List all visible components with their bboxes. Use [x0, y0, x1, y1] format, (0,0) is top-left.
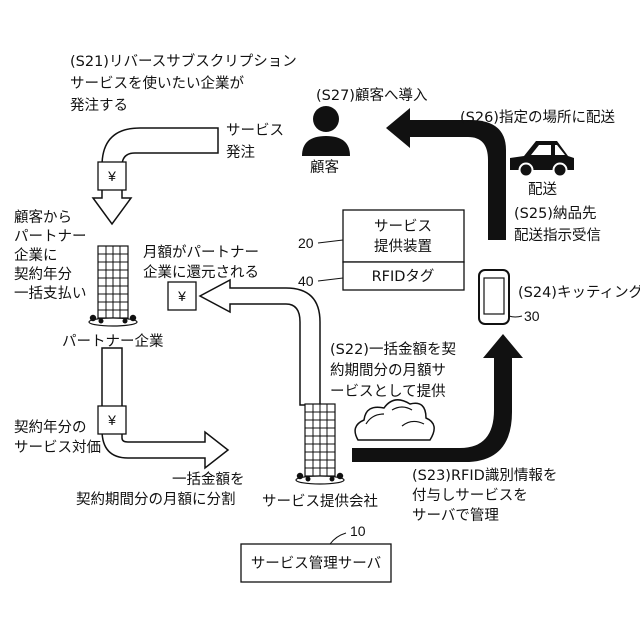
rfid-tag-box: RFIDタグ	[343, 262, 464, 290]
step-s22-text: (S22)一括金額を契 約期間分の月額サ ービスとして提供	[330, 341, 456, 400]
step-s23-line: サーバで管理	[412, 507, 499, 524]
prepay-line: パートナー	[14, 228, 87, 245]
provider-company-label: サービス提供会社	[262, 493, 378, 510]
step-s21-line: 発注する	[70, 97, 128, 114]
prepay-line: 顧客から	[14, 209, 72, 226]
terminal-ref: 30	[524, 308, 540, 324]
yen-document-icon: ¥	[98, 406, 126, 434]
prepay-line: 契約年分	[14, 266, 72, 283]
rfid-tag-ref: 40	[298, 273, 314, 289]
server-label: サービス管理サーバ	[251, 555, 381, 572]
step-s24-text: (S24)キッティング	[518, 284, 640, 301]
service-order-line: 発注	[226, 144, 255, 161]
prepay-label: 顧客から パートナー 企業に 契約年分 一括支払い	[14, 209, 87, 302]
person-icon	[302, 106, 350, 156]
step-s23-text: (S23)RFID識別情報を 付与しサービスを サーバで管理	[412, 467, 557, 524]
cloud-icon	[355, 400, 434, 440]
step-s21-line: サービスを使いたい企業が	[70, 74, 244, 92]
customer-label: 顧客	[310, 159, 339, 176]
contract-value-line: サービス対価	[14, 439, 101, 456]
partner-company-label: パートナー企業	[62, 332, 164, 350]
split-label: 一括金額を 契約期間分の月額に分割	[76, 471, 245, 508]
car-icon	[510, 141, 574, 177]
server-ref: 10	[350, 523, 366, 539]
service-device-line: サービス	[374, 218, 432, 235]
step-s27-text: (S27)顧客へ導入	[316, 87, 427, 104]
contract-value-label: 契約年分の サービス対価	[14, 419, 101, 456]
delivery-label: 配送	[528, 181, 557, 198]
monthly-return-line: 企業に還元される	[143, 263, 259, 281]
service-management-server-box: サービス管理サーバ	[241, 544, 391, 582]
prepay-line: 企業に	[14, 246, 58, 264]
monthly-return-line: 月額がパートナー	[143, 244, 259, 261]
step-s25-line: 配送指示受信	[514, 227, 601, 244]
step-s21-line: (S21)リバースサブスクリプション	[70, 52, 297, 70]
yen-symbol: ¥	[107, 168, 116, 184]
yen-symbol: ¥	[107, 412, 116, 428]
step-s23-line: 付与しサービスを	[412, 487, 528, 504]
yen-symbol: ¥	[177, 288, 186, 304]
step-s22-line: (S22)一括金額を契	[330, 341, 456, 358]
step-s22-line: 約期間分の月額サ	[330, 362, 446, 379]
service-order-label: サービス 発注	[226, 122, 284, 161]
building-icon	[89, 246, 137, 326]
step-s25-line: (S25)納品先	[514, 205, 596, 222]
smartphone-icon	[479, 270, 509, 324]
building-icon	[296, 404, 344, 484]
service-device-line: 提供装置	[374, 238, 432, 255]
step-s26-text: (S26)指定の場所に配送	[460, 109, 615, 126]
service-device-box: サービス 提供装置	[343, 210, 464, 262]
step-s22-line: ービスとして提供	[330, 383, 446, 400]
split-line: 契約期間分の月額に分割	[76, 491, 236, 508]
yen-document-icon: ¥	[98, 162, 126, 190]
step-s21-text: (S21)リバースサブスクリプション サービスを使いたい企業が 発注する	[70, 52, 297, 114]
monthly-return-label: 月額がパートナー 企業に還元される	[143, 244, 259, 281]
service-device-ref: 20	[298, 235, 314, 251]
step-s25-text: (S25)納品先 配送指示受信	[514, 205, 601, 244]
contract-value-line: 契約年分の	[14, 419, 87, 436]
rfid-tag-label: RFIDタグ	[372, 268, 435, 285]
monthly-return-arrow	[200, 280, 320, 405]
service-order-line: サービス	[226, 122, 284, 139]
step-s23-line: (S23)RFID識別情報を	[412, 467, 557, 484]
yen-document-icon: ¥	[168, 282, 196, 310]
split-line: 一括金額を	[172, 471, 245, 488]
prepay-line: 一括支払い	[14, 285, 87, 302]
